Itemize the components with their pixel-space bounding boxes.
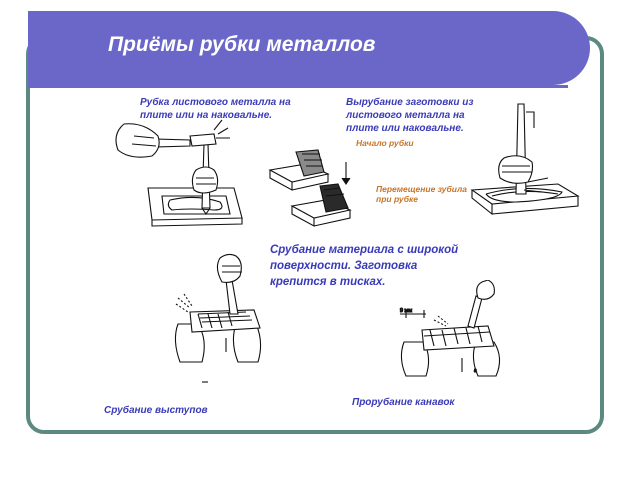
groove-figure-letter: а [474, 368, 477, 374]
protrusions-cutting-illustration [168, 244, 278, 384]
caption-grooves: Прорубание канавок [352, 397, 455, 408]
caption-protrusions: Срубание выступов [104, 405, 208, 416]
title-underline [28, 85, 568, 88]
caption-wide-surface: Срубание материала с широкой поверхности… [270, 244, 459, 288]
title-bar [28, 11, 590, 85]
slide-frame [26, 36, 604, 434]
caption-blank-cutting: Вырубание заготовки из листового металла… [346, 97, 474, 134]
slide-title: Приёмы рубки металлов [108, 33, 376, 56]
blank-cutting-stages-illustration [262, 142, 372, 234]
caption-chisel-move: Перемещение зубила при рубке [376, 184, 467, 204]
grooves-cutting-illustration: 9 мм а [396, 280, 516, 380]
caption-cut-start: Начало рубки [356, 138, 414, 148]
blank-cutting-illustration [462, 98, 584, 234]
sheet-metal-cutting-illustration [110, 116, 250, 234]
caption-sheet-metal: Рубка листового металла на плите или на … [140, 97, 291, 121]
